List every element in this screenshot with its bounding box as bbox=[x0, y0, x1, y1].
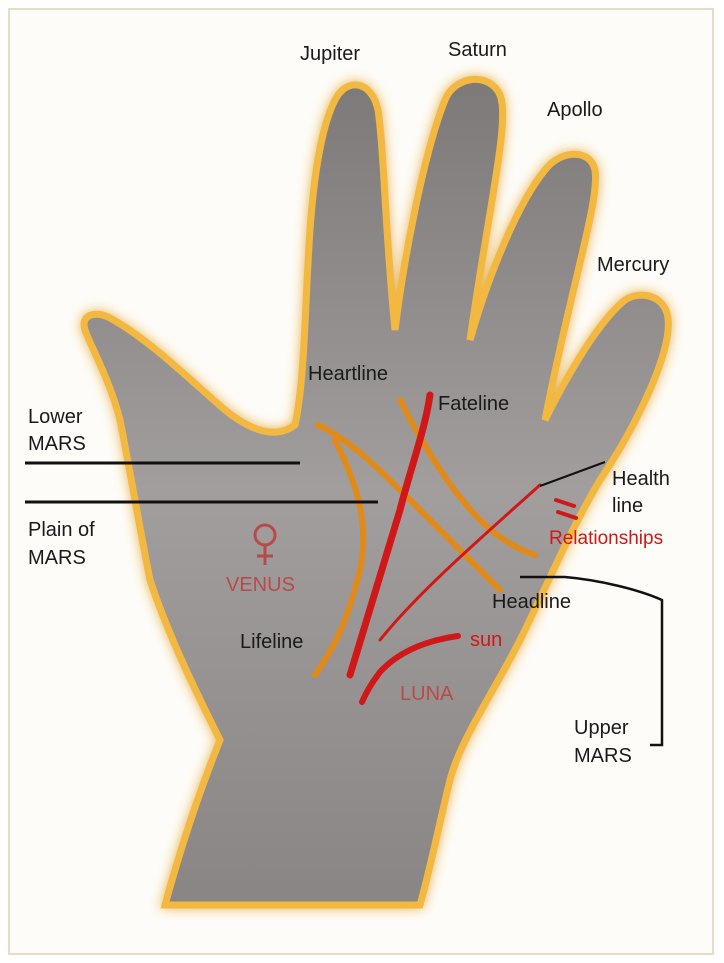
label-lifeline: Lifeline bbox=[240, 630, 303, 654]
label-upper-mars-1: Upper bbox=[574, 716, 628, 740]
label-luna: LUNA bbox=[400, 682, 453, 706]
label-fateline: Fateline bbox=[438, 392, 509, 416]
label-health-line-2: line bbox=[612, 494, 643, 518]
label-lower-mars-1: Lower bbox=[28, 405, 82, 429]
hand-silhouette bbox=[84, 79, 668, 905]
label-mercury: Mercury bbox=[597, 253, 669, 277]
label-apollo: Apollo bbox=[547, 98, 603, 122]
label-lower-mars-2: MARS bbox=[28, 432, 86, 456]
label-plain-of-mars-2: MARS bbox=[28, 546, 86, 570]
label-plain-of-mars-1: Plain of bbox=[28, 518, 95, 542]
label-health-line-1: Health bbox=[612, 467, 670, 491]
label-heartline: Heartline bbox=[308, 362, 388, 386]
label-relationships: Relationships bbox=[549, 527, 663, 551]
label-sun: sun bbox=[470, 628, 502, 652]
label-saturn: Saturn bbox=[448, 38, 507, 62]
label-headline: Headline bbox=[492, 590, 571, 614]
label-venus: VENUS bbox=[226, 573, 295, 597]
label-jupiter: Jupiter bbox=[300, 42, 360, 66]
label-upper-mars-2: MARS bbox=[574, 744, 632, 768]
